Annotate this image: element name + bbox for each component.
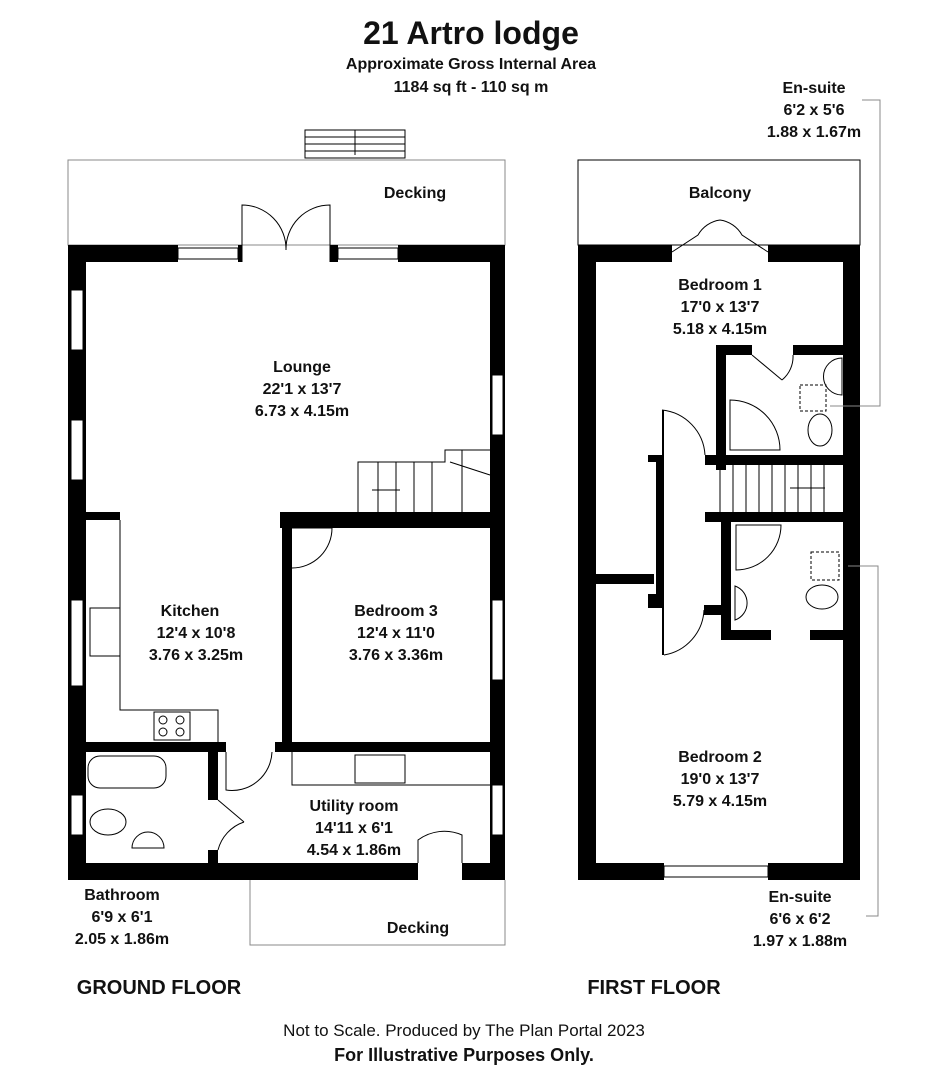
decking-top-label: Decking [384, 185, 446, 202]
basin [823, 357, 843, 396]
svg-text:3.76 x 3.25m: 3.76 x 3.25m [149, 647, 243, 664]
svg-text:Bathroom: Bathroom [84, 887, 160, 904]
decking-bottom-label: Decking [387, 920, 449, 937]
balcony-label: Balcony [689, 185, 751, 202]
room-label-en-suite-1: En-suite 6'2 x 5'6 1.88 x 1.67m [767, 80, 861, 141]
svg-text:22'1 x 13'7: 22'1 x 13'7 [263, 381, 342, 398]
window [491, 374, 504, 436]
plan-area: 1184 sq ft - 110 sq m [394, 79, 549, 96]
footer-credit: Not to Scale. Produced by The Plan Porta… [283, 1021, 645, 1040]
svg-text:12'4 x 11'0: 12'4 x 11'0 [357, 625, 435, 642]
room-label-bedroom-1: Bedroom 1 17'0 x 13'7 5.18 x 4.15m [673, 277, 767, 338]
window [337, 247, 399, 260]
svg-text:2.05 x 1.86m: 2.05 x 1.86m [75, 931, 169, 948]
window [70, 289, 84, 351]
svg-text:1.88 x 1.67m: 1.88 x 1.67m [767, 124, 861, 141]
decking-bottom [249, 880, 506, 946]
balcony-doors [671, 219, 769, 253]
basin [734, 585, 748, 621]
kitchen-sink [89, 607, 121, 657]
svg-text:Utility room: Utility room [310, 798, 399, 815]
ground-floor-label: GROUND FLOOR [77, 977, 242, 999]
window [70, 599, 84, 687]
svg-text:Lounge: Lounge [273, 359, 331, 376]
svg-text:Bedroom 3: Bedroom 3 [354, 603, 438, 620]
bedroom3-door [291, 527, 333, 569]
kitchen-door [225, 751, 273, 791]
svg-text:Kitchen: Kitchen [161, 603, 220, 620]
balcony [577, 159, 861, 246]
window [177, 247, 239, 260]
svg-text:6.73 x 4.15m: 6.73 x 4.15m [255, 403, 349, 420]
bathroom-door [217, 799, 245, 851]
svg-text:14'11 x 6'1: 14'11 x 6'1 [315, 820, 393, 837]
svg-text:6'2 x 5'6: 6'2 x 5'6 [784, 102, 845, 119]
window [663, 865, 769, 878]
room-label-kitchen: Kitchen 12'4 x 10'8 3.76 x 3.25m [149, 603, 243, 664]
window [70, 419, 84, 481]
room-label-bathroom: Bathroom 6'9 x 6'1 2.05 x 1.86m [75, 887, 169, 948]
svg-text:12'4 x 10'8: 12'4 x 10'8 [157, 625, 236, 642]
room-label-utility: Utility room 14'11 x 6'1 4.54 x 1.86m [307, 798, 401, 859]
svg-text:19'0 x 13'7: 19'0 x 13'7 [681, 771, 760, 788]
svg-text:1.97 x 1.88m: 1.97 x 1.88m [753, 933, 847, 950]
room-label-bedroom-2: Bedroom 2 19'0 x 13'7 5.79 x 4.15m [673, 749, 767, 810]
svg-text:17'0 x 13'7: 17'0 x 13'7 [681, 299, 760, 316]
room-label-lounge: Lounge 22'1 x 13'7 6.73 x 4.15m [255, 359, 349, 420]
toilet [805, 584, 839, 610]
svg-text:En-suite: En-suite [782, 80, 845, 97]
footer-disclaimer: For Illustrative Purposes Only. [334, 1045, 594, 1065]
utility-sink [354, 754, 406, 784]
first-floor-plan: Balcony Bedroom 1 17'0 x 13'7 5.18 x 4.1… [577, 80, 881, 999]
svg-text:3.76 x 3.36m: 3.76 x 3.36m [349, 647, 443, 664]
hob [153, 711, 191, 741]
window [70, 794, 84, 836]
svg-text:Bedroom 1: Bedroom 1 [678, 277, 762, 294]
plan-subtitle: Approximate Gross Internal Area [346, 56, 596, 73]
stairs-ground [357, 449, 491, 512]
ground-floor-plan: Decking Decking Lounge 22'1 x 13'7 6.73 … [67, 129, 506, 999]
plan-title: 21 Artro lodge [363, 15, 579, 51]
stairs-first [719, 465, 825, 512]
shower [729, 399, 781, 451]
landing-doors [661, 409, 706, 656]
shower [735, 524, 782, 571]
french-doors [241, 204, 331, 262]
back-door [417, 830, 463, 863]
bath [87, 755, 167, 789]
toilet [89, 808, 127, 836]
first-floor-label: FIRST FLOOR [587, 977, 721, 999]
room-label-en-suite-2: En-suite 6'6 x 6'2 1.97 x 1.88m [753, 889, 847, 950]
room-label-bedroom-3: Bedroom 3 12'4 x 11'0 3.76 x 3.36m [349, 603, 443, 664]
svg-text:Bedroom 2: Bedroom 2 [678, 749, 762, 766]
toilet [807, 413, 833, 447]
svg-text:En-suite: En-suite [768, 889, 831, 906]
window [491, 599, 504, 681]
svg-text:6'6 x 6'2: 6'6 x 6'2 [770, 911, 831, 928]
decking-top [67, 159, 506, 246]
svg-text:4.54 x 1.86m: 4.54 x 1.86m [307, 842, 401, 859]
svg-text:5.79 x 4.15m: 5.79 x 4.15m [673, 793, 767, 810]
basin [131, 831, 165, 849]
window [491, 784, 504, 836]
svg-text:5.18 x 4.15m: 5.18 x 4.15m [673, 321, 767, 338]
svg-text:6'9 x 6'1: 6'9 x 6'1 [92, 909, 153, 926]
